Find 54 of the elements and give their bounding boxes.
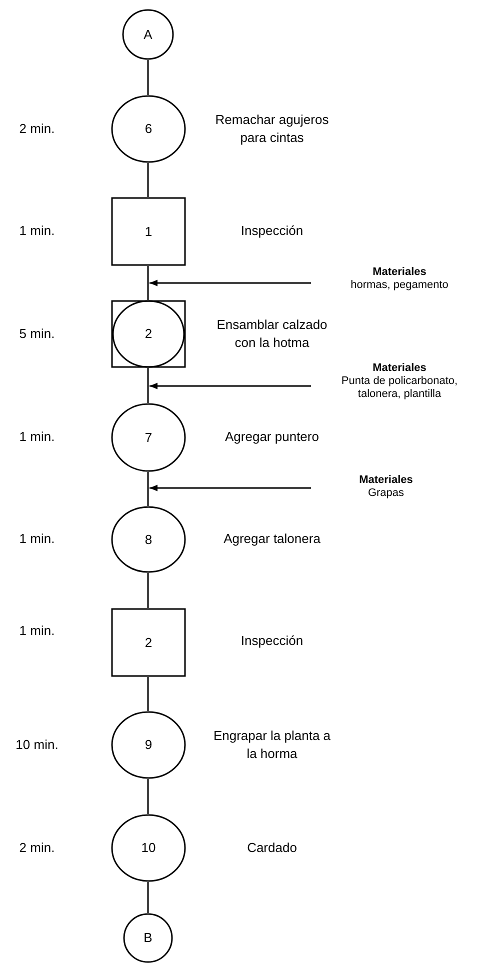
connector-letter: B [144, 929, 152, 948]
step-description: Agregar talonera [222, 530, 322, 548]
operation-circle [111, 506, 186, 573]
inspection-square [111, 197, 186, 266]
operation-circle [111, 814, 186, 882]
duration-label: 5 min. [18, 326, 56, 342]
materials-list: hormas, pegamento [350, 279, 448, 292]
operation-circle [111, 711, 186, 779]
connector-circle [122, 9, 174, 60]
connector-line [147, 60, 149, 95]
step-number: 2 [144, 325, 152, 344]
connector-line [147, 472, 149, 506]
connector-line [147, 573, 149, 608]
arrow [150, 484, 311, 492]
connector-line [147, 163, 149, 197]
step-description: Remachar agujeros para cintas [214, 111, 330, 147]
duration-label: 1 min. [18, 429, 56, 445]
connector-letter: A [144, 26, 152, 44]
connector-line [147, 882, 149, 913]
step-description: Engrapar la planta a la horma [212, 727, 332, 763]
duration-label: 2 min. [18, 840, 56, 856]
connector-line [147, 677, 149, 711]
duration-label: 1 min. [18, 223, 56, 239]
materials-heading: Materiales [372, 266, 426, 279]
step-number: 8 [144, 530, 152, 549]
connector-line [147, 779, 149, 814]
connector-line [147, 266, 149, 300]
step-description: Ensamblar calzado con la hotma [216, 316, 328, 352]
connector-line [147, 368, 149, 403]
step-number: 6 [144, 120, 152, 138]
operation-circle [111, 95, 186, 163]
duration-label: 1 min. [18, 623, 56, 639]
inspection-square [111, 608, 186, 677]
step-description: Cardado [246, 839, 298, 857]
materials-list: Grapas [368, 487, 404, 500]
step-description: Agregar puntero [224, 428, 320, 446]
step-number: 2 [144, 634, 152, 652]
connector-circle [123, 913, 173, 963]
duration-label: 1 min. [18, 531, 56, 547]
operation-circle [111, 403, 186, 472]
materials-heading: Materiales [359, 474, 413, 487]
duration-label: 10 min. [14, 737, 60, 753]
arrow [150, 280, 311, 286]
duration-label: 2 min. [18, 121, 56, 137]
arrow [150, 382, 311, 390]
step-description: Inspección [240, 222, 304, 240]
materials-list: Punta de policarbonato, talonera, plantilla [324, 375, 474, 401]
step-number: 7 [144, 428, 152, 447]
combined-operation-symbol [111, 300, 186, 368]
step-description: Inspección [240, 632, 304, 650]
step-number: 9 [144, 736, 152, 754]
materials-heading: Materiales [372, 362, 426, 375]
step-number: 10 [141, 839, 156, 858]
step-number: 1 [144, 222, 152, 241]
